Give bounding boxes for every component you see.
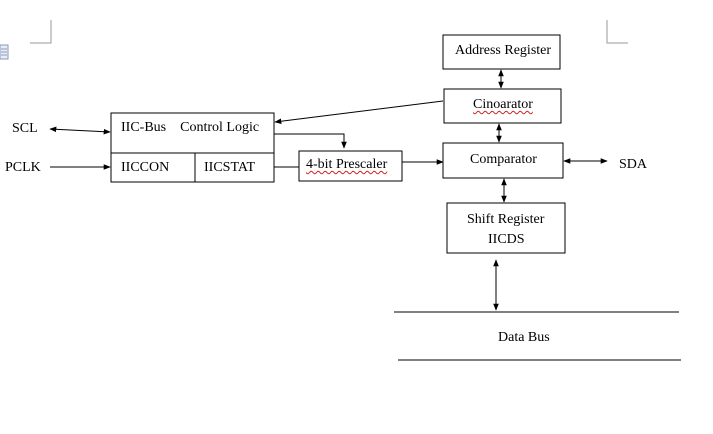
data-bus-label: Data Bus	[498, 330, 550, 345]
control-logic-label: IIC-Bus Control Logic	[121, 120, 260, 135]
sda-label: SDA	[619, 157, 648, 172]
iicds-label: IICDS	[488, 232, 525, 247]
cinoarator-box	[443, 88, 562, 124]
scl-arrow	[49, 126, 111, 135]
cinoarator-to-control-arrow	[274, 100, 444, 124]
document-icon	[0, 44, 9, 60]
scl-label: SCL	[12, 121, 38, 136]
shift-register-label: Shift Register	[467, 212, 545, 227]
cinoarator-label: Cinoarator	[473, 97, 533, 112]
iicstat-label: IICSTAT	[204, 160, 255, 175]
corner-mark-left	[30, 20, 52, 44]
control-to-prescaler-arrow	[274, 133, 347, 149]
address-register-box	[442, 34, 561, 70]
shift-register-box	[446, 202, 566, 254]
prescaler-text: 4-bit Prescaler	[306, 157, 388, 172]
prescaler-box	[298, 150, 403, 182]
prescaler-label: 4-bit Prescaler	[306, 157, 387, 173]
corner-mark-right	[606, 20, 628, 44]
comparator-label: Comparator	[470, 152, 537, 167]
iiccon-label: IICCON	[121, 160, 170, 175]
address-register-label: Address Register	[455, 43, 552, 58]
pclk-label: PCLK	[5, 160, 41, 175]
